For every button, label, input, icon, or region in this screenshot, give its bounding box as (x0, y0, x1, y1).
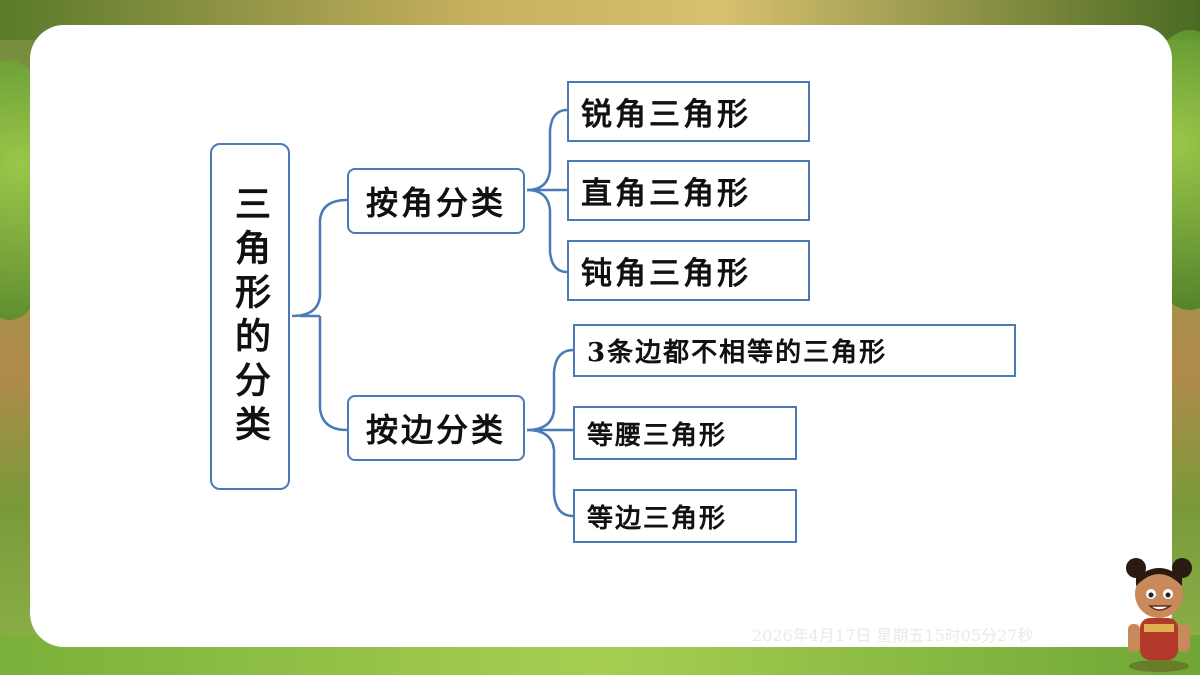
root-node: 三角形的分类 (210, 143, 290, 490)
leaf-isosceles-triangle: 等腰三角形 (573, 406, 797, 460)
leaf-equilateral-triangle: 等边三角形 (573, 489, 797, 543)
branch-by-angle: 按角分类 (347, 168, 525, 234)
mascot-character-icon (1126, 558, 1192, 672)
connector-side-brace (526, 348, 574, 518)
leaf-right-triangle: 直角三角形 (567, 160, 810, 221)
leaf-acute-triangle: 锐角三角形 (567, 81, 810, 142)
leaf-scalene-triangle: 3条边都不相等的三角形 (573, 324, 1016, 377)
timestamp-watermark: 2026年4月17日 星期五15时05分27秒 (752, 626, 1034, 645)
connector-angle-brace (526, 108, 568, 274)
connector-root-brace (291, 198, 348, 432)
branch-by-side: 按边分类 (347, 395, 525, 461)
leaf-obtuse-triangle: 钝角三角形 (567, 240, 810, 301)
